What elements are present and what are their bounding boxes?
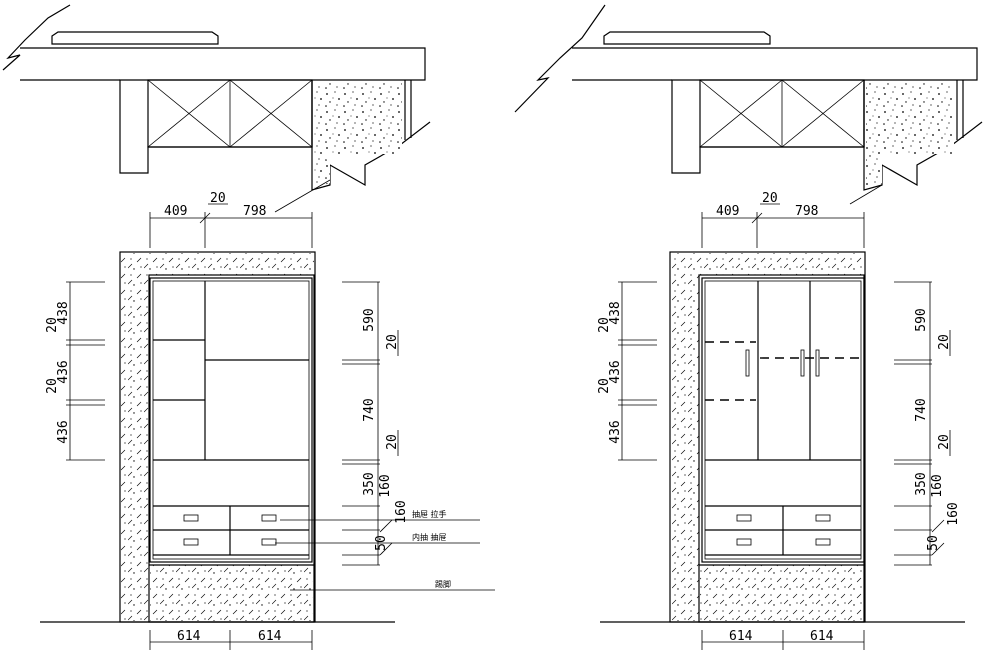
dim-text: 614 (258, 629, 282, 644)
dim-text: 20 (762, 191, 778, 206)
dim-text: 350 (914, 472, 929, 495)
dim-text: 20 (45, 317, 60, 333)
dim-text: 438 (608, 301, 623, 324)
dim-text: 160 (378, 474, 393, 497)
wardrobe-body (701, 277, 865, 563)
drawer-handle-icon (261, 538, 277, 546)
dim-text: 614 (810, 629, 834, 644)
dim-text: 20 (937, 334, 952, 350)
annotations-left: 抽屉 拉手 内抽 抽屉 踢脚 (275, 509, 495, 591)
annotation-label: 内抽 抽屉 (412, 532, 447, 542)
elevation-left: 409 20 798 614 614 438 20 436 20 (2, 4, 495, 650)
drawer-handle-icon (815, 538, 831, 546)
dim-text: 590 (362, 308, 377, 331)
dim-text: 438 (56, 301, 71, 324)
dim-text: 798 (243, 204, 266, 219)
dim-text: 160 (930, 474, 945, 497)
dim-text: 409 (164, 204, 187, 219)
ceiling-section (514, 4, 983, 205)
elevation-right: 409 20 798 614 614 438 20 436 20 436 (514, 4, 983, 650)
drawer-handle-icon (183, 514, 199, 522)
top-dimension-left: 409 20 798 (149, 191, 313, 248)
ceiling-section (2, 4, 431, 213)
drawer-handle-icon (736, 514, 752, 522)
bottom-dimension-left: 614 614 (149, 629, 313, 650)
dim-text: 614 (729, 629, 753, 644)
annotation-label: 踢脚 (435, 579, 451, 589)
dim-text: 20 (937, 434, 952, 450)
door-handle-icon (745, 349, 750, 377)
dim-text: 436 (56, 420, 71, 443)
dim-text: 50 (926, 535, 941, 551)
dim-text: 436 (608, 360, 623, 383)
wardrobe-body (149, 277, 313, 563)
door-handle-icon (815, 349, 820, 377)
dim-text: 20 (597, 378, 612, 394)
dim-text: 436 (608, 420, 623, 443)
left-dimension-right: 438 20 436 20 436 (597, 281, 657, 461)
dim-text: 350 (362, 472, 377, 495)
dim-text: 590 (914, 308, 929, 331)
dim-text: 798 (795, 204, 818, 219)
dim-text: 740 (914, 398, 929, 421)
wall-niche (40, 251, 395, 623)
door-handle-icon (800, 349, 805, 377)
annotation-label: 抽屉 拉手 (412, 509, 447, 519)
dim-text: 436 (56, 360, 71, 383)
bottom-dimension-right: 614 614 (701, 629, 865, 650)
dim-text: 740 (362, 398, 377, 421)
dim-text: 409 (716, 204, 739, 219)
drawer-handle-icon (261, 514, 277, 522)
top-dimension-right: 409 20 798 (701, 191, 865, 248)
drawer-handle-icon (183, 538, 199, 546)
dim-text: 614 (177, 629, 201, 644)
drawer-handle-icon (736, 538, 752, 546)
dim-text: 160 (946, 502, 961, 525)
dim-text: 160 (394, 500, 409, 523)
wall-niche (600, 251, 965, 623)
dim-text: 20 (385, 434, 400, 450)
left-dimension-left: 438 20 436 20 436 (45, 281, 105, 461)
drawer-handle-icon (815, 514, 831, 522)
dim-text: 20 (597, 317, 612, 333)
dim-text: 20 (385, 334, 400, 350)
dim-text: 20 (45, 378, 60, 394)
right-dimension-right: 590 20 740 20 350 160 160 50 (894, 281, 961, 566)
dim-text: 20 (210, 191, 226, 206)
right-dimension-left: 590 20 740 20 350 160 160 50 (342, 281, 409, 566)
